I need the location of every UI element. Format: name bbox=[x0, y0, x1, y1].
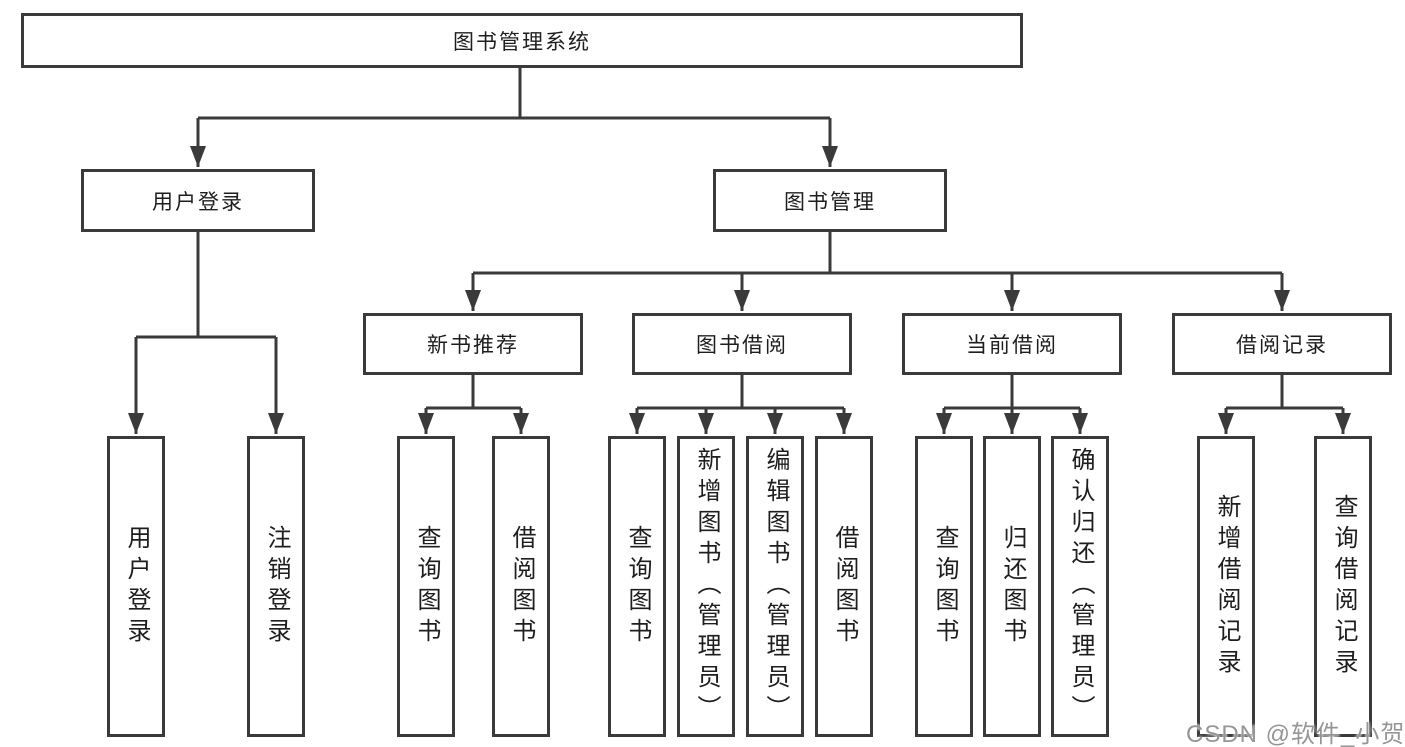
node-borrow-records-label: 借阅记录 bbox=[1236, 334, 1328, 357]
leaf-return-books-label: 归还图书 bbox=[999, 524, 1026, 649]
leaf-query-books-current-label: 查询图书 bbox=[931, 524, 958, 649]
node-book-management-label: 图书管理 bbox=[784, 190, 876, 214]
csdn-watermark: CSDN @软件_小贺同学 bbox=[1186, 721, 1405, 747]
leaf-edit-books-admin-label: 编辑图书（管理员） bbox=[762, 447, 789, 726]
leaf-query-books-recommend: 查询图书 bbox=[397, 436, 455, 737]
leaf-query-books-borrow: 查询图书 bbox=[608, 436, 666, 737]
node-borrow-records: 借阅记录 bbox=[1172, 313, 1392, 375]
leaf-add-borrow-record: 新增借阅记录 bbox=[1197, 436, 1255, 737]
edge-root-split bbox=[198, 68, 830, 120]
node-book-borrow-label: 图书借阅 bbox=[696, 334, 788, 357]
node-book-borrow: 图书借阅 bbox=[632, 313, 852, 375]
leaf-borrow-books: 借阅图书 bbox=[815, 436, 873, 737]
node-user-login: 用户登录 bbox=[81, 169, 315, 232]
node-new-book-recommend: 新书推荐 bbox=[363, 313, 583, 375]
edge-new-book-split bbox=[426, 375, 521, 410]
node-current-borrow: 当前借阅 bbox=[902, 313, 1122, 375]
edge-current-borrow-split bbox=[944, 375, 1080, 410]
leaf-borrow-books-label: 借阅图书 bbox=[831, 524, 858, 649]
leaf-add-books-admin-label: 新增图书（管理员） bbox=[693, 447, 720, 726]
edge-book-management-split bbox=[473, 232, 1282, 275]
leaf-user-login: 用户登录 bbox=[107, 436, 165, 737]
leaf-query-borrow-record: 查询借阅记录 bbox=[1314, 436, 1372, 737]
node-user-login-label: 用户登录 bbox=[152, 190, 244, 214]
node-book-management: 图书管理 bbox=[713, 169, 947, 232]
leaf-add-books-admin: 新增图书（管理员） bbox=[677, 436, 735, 737]
leaf-add-borrow-record-label: 新增借阅记录 bbox=[1213, 493, 1240, 680]
leaf-user-login-label: 用户登录 bbox=[123, 524, 150, 649]
node-new-book-recommend-label: 新书推荐 bbox=[427, 334, 519, 357]
leaf-return-books: 归还图书 bbox=[983, 436, 1041, 737]
leaf-confirm-return-admin: 确认归还（管理员） bbox=[1051, 436, 1109, 737]
node-root-label: 图书管理系统 bbox=[453, 30, 591, 54]
edge-borrow-records-split bbox=[1226, 375, 1343, 410]
leaf-logout: 注销登录 bbox=[247, 436, 305, 737]
leaf-query-books-current: 查询图书 bbox=[915, 436, 973, 737]
leaf-confirm-return-admin-label: 确认归还（管理员） bbox=[1067, 447, 1094, 726]
edge-user-login-split bbox=[136, 232, 276, 339]
leaf-query-books-borrow-label: 查询图书 bbox=[624, 524, 651, 649]
leaf-logout-label: 注销登录 bbox=[263, 524, 290, 649]
leaf-borrow-books-recommend-label: 借阅图书 bbox=[508, 524, 535, 649]
leaf-query-books-recommend-label: 查询图书 bbox=[413, 524, 440, 649]
edge-book-borrow-split bbox=[637, 375, 844, 410]
leaf-borrow-books-recommend: 借阅图书 bbox=[492, 436, 550, 737]
node-root-system: 图书管理系统 bbox=[21, 13, 1023, 68]
leaf-edit-books-admin: 编辑图书（管理员） bbox=[746, 436, 804, 737]
node-current-borrow-label: 当前借阅 bbox=[966, 334, 1058, 357]
leaf-query-borrow-record-label: 查询借阅记录 bbox=[1330, 493, 1357, 680]
